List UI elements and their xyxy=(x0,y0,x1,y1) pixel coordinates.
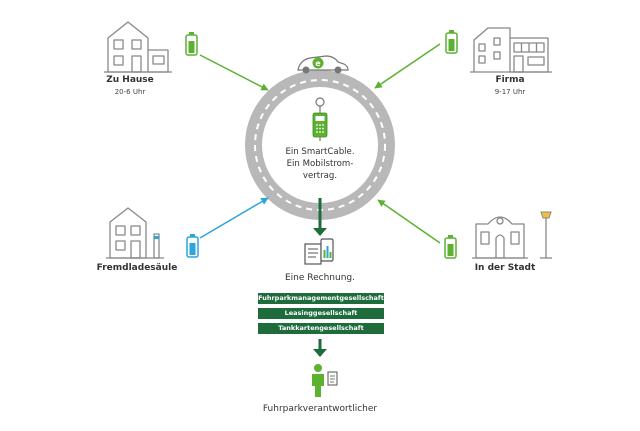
arrow-company-to-ring xyxy=(374,43,441,89)
label-external-station: Fremdladesäule xyxy=(96,263,178,273)
label-home: Zu Hause xyxy=(106,75,154,85)
bar-fuel-card-company: Tankkartengesellschaft xyxy=(258,323,384,334)
road-ring xyxy=(245,70,395,220)
street-lamp-icon xyxy=(540,211,552,219)
center-text: Ein SmartCable. Ein Mobilstrom- vertrag. xyxy=(270,146,370,182)
car-badge-label: e xyxy=(315,59,321,68)
center-text-line-3: vertrag. xyxy=(302,171,338,181)
label-fleet-manager: Fuhrparkverantwortlicher xyxy=(262,404,378,414)
fleet-manager-person-icon xyxy=(312,364,338,397)
battery-icon-company xyxy=(445,30,458,54)
battery-icon-home xyxy=(185,32,198,56)
office-building-icon xyxy=(470,27,552,73)
house-icon xyxy=(104,21,172,73)
city-building-icon xyxy=(472,216,552,259)
label-company-hours: 9-17 Uhr xyxy=(494,88,526,96)
label-city: In der Stadt xyxy=(474,263,536,273)
bar-leasing-company: Leasinggesellschaft xyxy=(258,308,384,319)
smartcable-device-icon xyxy=(312,97,328,141)
arrow-external-to-ring xyxy=(199,197,269,239)
center-text-line-1: Ein SmartCable. xyxy=(285,147,355,157)
arrow-bill-to-manager xyxy=(313,339,327,357)
battery-icon-external xyxy=(186,234,199,258)
arrow-home-to-ring xyxy=(199,54,269,91)
label-home-hours: 20-6 Uhr xyxy=(114,88,146,96)
bar-fleet-management-company: Fuhrparkmanagementgesellschaft xyxy=(258,293,384,304)
charging-post-light-icon xyxy=(154,236,159,239)
arrow-city-to-ring xyxy=(377,199,441,244)
label-one-invoice: Eine Rechnung. xyxy=(284,273,355,283)
battery-icon-city xyxy=(444,235,457,259)
invoice-documents-icon xyxy=(304,238,334,265)
electric-car-icon xyxy=(297,55,349,74)
center-text-line-2: Ein Mobilstrom- xyxy=(286,159,354,169)
label-company: Firma xyxy=(495,75,525,85)
charging-station-house-icon xyxy=(106,207,164,259)
arrow-ring-to-bill xyxy=(313,198,327,236)
